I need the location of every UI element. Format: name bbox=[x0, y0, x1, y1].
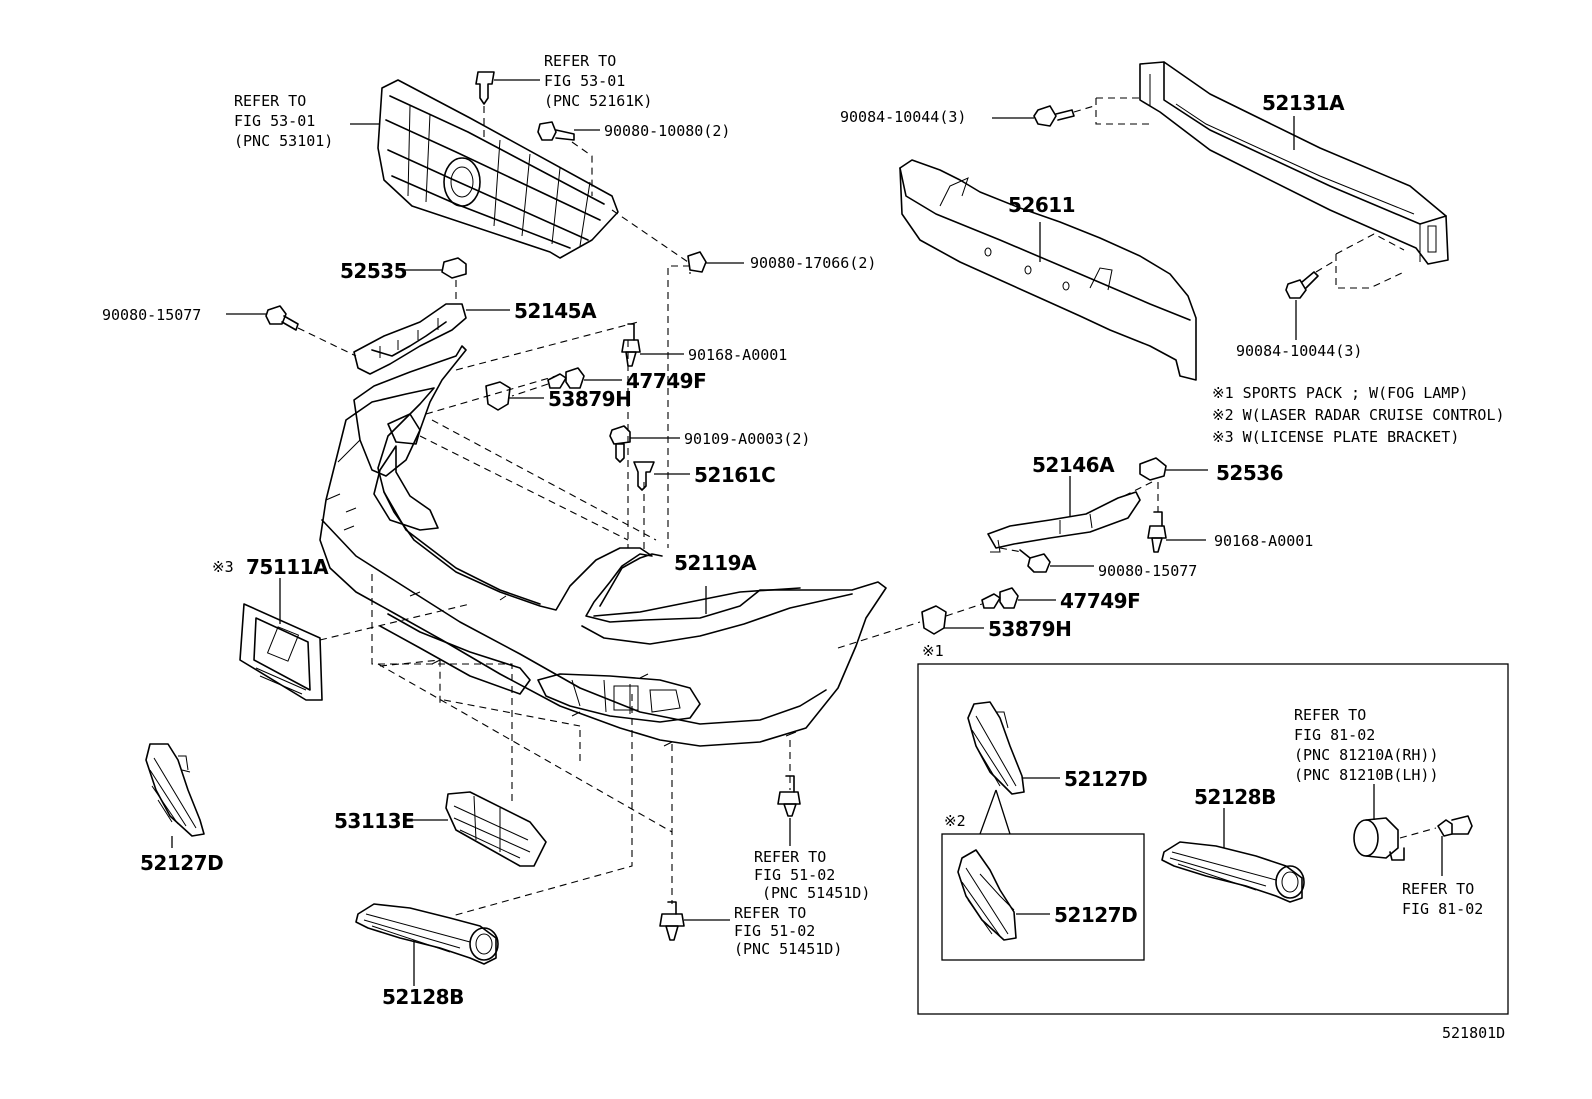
label-90168-A0001-right: 90168-A0001 bbox=[1214, 532, 1313, 550]
mark-3: ※3 bbox=[212, 558, 234, 576]
refer-grille-label: REFER TO FIG 53-01 (PNC 53101) bbox=[234, 92, 333, 150]
sports-pack-box bbox=[917, 663, 1509, 1015]
radiator-grille bbox=[377, 79, 619, 259]
bolt-refer-51451D-1 bbox=[777, 775, 801, 846]
refer-bolt1-label: REFER TO FIG 51-02 (PNC 51451D) bbox=[754, 848, 870, 902]
bracket-52146A bbox=[987, 476, 1141, 553]
bolt-90084-10044-top bbox=[992, 105, 1095, 127]
label-52535: 52535 bbox=[340, 259, 407, 283]
nut-53879H-left bbox=[485, 381, 544, 411]
nut-53879H-right bbox=[921, 603, 984, 635]
figure-id: 521801D bbox=[1442, 1024, 1505, 1042]
svg-text:FIG 51-02: FIG 51-02 bbox=[734, 922, 815, 940]
svg-text:REFER TO: REFER TO bbox=[734, 904, 806, 922]
label-52127D-box2: 52127D bbox=[1054, 903, 1137, 927]
lower-grille-53113E bbox=[408, 791, 547, 867]
energy-absorber-52611 bbox=[899, 159, 1197, 381]
svg-text:(PNC 52161K): (PNC 52161K) bbox=[544, 92, 652, 110]
refer-foglamp-label: REFER TO FIG 81-02 (PNC 81210A(RH)) (PNC… bbox=[1294, 706, 1439, 784]
svg-text:※3 W(LICENSE PLATE BRACKET): ※3 W(LICENSE PLATE BRACKET) bbox=[1212, 428, 1459, 446]
label-90168-A0001-left: 90168-A0001 bbox=[688, 346, 787, 364]
fog-bezel-52128B-left bbox=[355, 903, 499, 986]
fog-cover-52127D-box1 bbox=[967, 701, 1060, 795]
label-52146A: 52146A bbox=[1032, 453, 1115, 477]
mark-1: ※1 bbox=[922, 642, 944, 660]
svg-text:FIG 81-02: FIG 81-02 bbox=[1402, 900, 1483, 918]
label-52128B-box: 52128B bbox=[1194, 785, 1276, 809]
clip-47749F-left bbox=[511, 367, 622, 397]
label-90080-17066: 90080-17066(2) bbox=[750, 254, 876, 272]
label-90084-10044-bottom: 90084-10044(3) bbox=[1236, 342, 1362, 360]
refer-bolt2-label: REFER TO FIG 51-02 (PNC 51451D) bbox=[734, 904, 842, 958]
clip-52536 bbox=[1123, 457, 1208, 512]
label-52536: 52536 bbox=[1216, 461, 1283, 485]
label-52611: 52611 bbox=[1008, 193, 1075, 217]
svg-text:FIG 53-01: FIG 53-01 bbox=[544, 72, 625, 90]
label-52161C: 52161C bbox=[694, 463, 775, 487]
svg-text:(PNC 51451D): (PNC 51451D) bbox=[762, 884, 870, 902]
clip-52535 bbox=[402, 257, 467, 304]
svg-text:※1 SPORTS PACK ; W(FOG LAMP): ※1 SPORTS PACK ; W(FOG LAMP) bbox=[1212, 384, 1468, 402]
bolt-refer-51451D-2 bbox=[659, 901, 730, 941]
bolt-90080-10080 bbox=[537, 121, 600, 196]
label-75111A: 75111A bbox=[246, 555, 329, 579]
svg-text:(PNC 51451D): (PNC 51451D) bbox=[734, 940, 842, 958]
bumper-reinforcement-52131A bbox=[1095, 61, 1449, 289]
screw-90168-A0001-right bbox=[1147, 511, 1206, 553]
svg-text:REFER TO: REFER TO bbox=[1294, 706, 1366, 724]
assembly-lines bbox=[319, 321, 791, 917]
label-90080-15077-left: 90080-15077 bbox=[102, 306, 201, 324]
refer-clip-label: REFER TO FIG 53-01 (PNC 52161K) bbox=[544, 52, 652, 110]
svg-text:(PNC 81210B(LH)): (PNC 81210B(LH)) bbox=[1294, 766, 1439, 784]
clip-90080-17066 bbox=[611, 209, 744, 548]
svg-text:FIG 53-01: FIG 53-01 bbox=[234, 112, 315, 130]
screw-90168-A0001-left bbox=[621, 323, 684, 367]
fog-cover-52127D-left bbox=[145, 743, 205, 848]
svg-text:REFER TO: REFER TO bbox=[754, 848, 826, 866]
svg-text:REFER TO: REFER TO bbox=[234, 92, 306, 110]
svg-text:REFER TO: REFER TO bbox=[1402, 880, 1474, 898]
bolt-90084-10044-bottom bbox=[1285, 259, 1337, 340]
svg-text:REFER TO: REFER TO bbox=[544, 52, 616, 70]
label-52127D-box1: 52127D bbox=[1064, 767, 1147, 791]
svg-text:※2 W(LASER RADAR CRUISE CONTRO: ※2 W(LASER RADAR CRUISE CONTROL) bbox=[1212, 406, 1505, 424]
bolt-90080-15077-left bbox=[226, 305, 357, 357]
grille-clip bbox=[475, 71, 540, 142]
label-52131A: 52131A bbox=[1262, 91, 1345, 115]
refer-bulb-label: REFER TO FIG 81-02 bbox=[1402, 880, 1483, 918]
svg-text:FIG 81-02: FIG 81-02 bbox=[1294, 726, 1375, 744]
label-52145A: 52145A bbox=[514, 299, 597, 323]
bolt-90080-15077-right bbox=[999, 547, 1094, 573]
label-53879H-left: 53879H bbox=[548, 387, 631, 411]
bolt-90109-A0003 bbox=[609, 425, 680, 463]
label-90084-10044-top: 90084-10044(3) bbox=[840, 108, 966, 126]
label-53113E: 53113E bbox=[334, 809, 414, 833]
label-47749F-right: 47749F bbox=[1060, 589, 1140, 613]
label-47749F-left: 47749F bbox=[626, 369, 706, 393]
svg-text:(PNC 81210A(RH)): (PNC 81210A(RH)) bbox=[1294, 746, 1439, 764]
svg-text:FIG 51-02: FIG 51-02 bbox=[754, 866, 835, 884]
bumper-cover-52119A bbox=[319, 345, 921, 747]
svg-text:(PNC 53101): (PNC 53101) bbox=[234, 132, 333, 150]
label-53879H-right: 53879H bbox=[988, 617, 1071, 641]
fog-bulb bbox=[1437, 815, 1473, 876]
label-90109-A0003: 90109-A0003(2) bbox=[684, 430, 810, 448]
label-52119A: 52119A bbox=[674, 551, 757, 575]
footnotes: ※1 SPORTS PACK ; W(FOG LAMP) ※2 W(LASER … bbox=[1212, 384, 1505, 446]
clip-52161C bbox=[633, 461, 690, 491]
label-52127D-left: 52127D bbox=[140, 851, 223, 875]
label-90080-15077-right: 90080-15077 bbox=[1098, 562, 1197, 580]
mark-2: ※2 bbox=[944, 812, 966, 830]
label-90080-10080: 90080-10080(2) bbox=[604, 122, 730, 140]
license-plate-bracket-75111A bbox=[239, 578, 323, 701]
label-52128B-left: 52128B bbox=[382, 985, 464, 1009]
fog-bezel-52128B-box bbox=[1161, 808, 1305, 903]
clip-47749F-right bbox=[981, 587, 1056, 609]
bracket-52145A bbox=[353, 303, 510, 375]
fog-cover-52127D-box2 bbox=[957, 849, 1050, 941]
leader-lines bbox=[350, 116, 1295, 262]
fog-lamp bbox=[1353, 784, 1437, 861]
